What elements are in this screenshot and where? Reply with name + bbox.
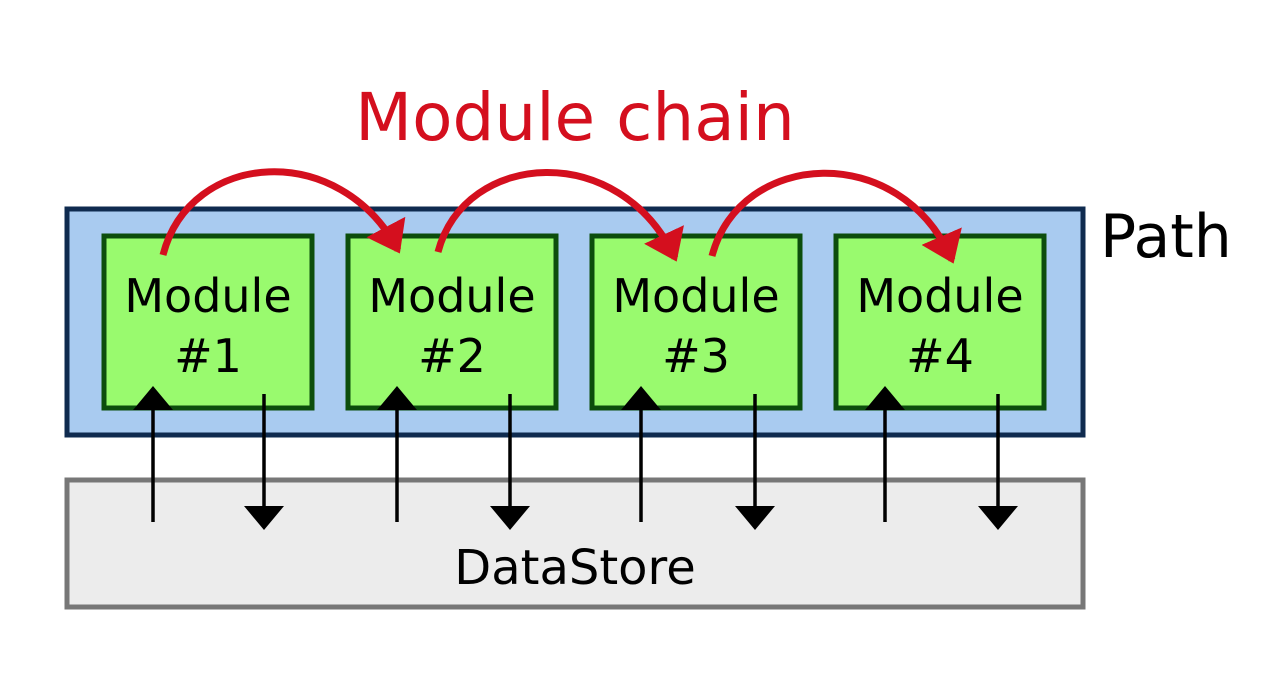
module-label-line2: #2 <box>418 329 486 383</box>
module-4: Module #4 <box>833 233 1047 411</box>
diagram-title: Module chain <box>355 79 795 156</box>
path-label: Path <box>1100 202 1232 272</box>
module-box <box>345 233 559 411</box>
chain-arrow-2-to-3 <box>434 169 684 262</box>
module-label-line1: Module <box>612 269 779 323</box>
module-label-line1: Module <box>856 269 1023 323</box>
module-box <box>833 233 1047 411</box>
module-2: Module #2 <box>345 233 559 411</box>
datastore-label: DataStore <box>454 540 695 596</box>
module-label-line2: #1 <box>174 329 242 383</box>
chain-arrow-3-to-4 <box>708 169 962 264</box>
module-label-line1: Module <box>124 269 291 323</box>
datastore-box <box>64 477 1086 610</box>
module-label-line2: #4 <box>906 329 974 383</box>
chain-arrow-1-to-2 <box>159 168 406 256</box>
module-1: Module #1 <box>101 233 315 411</box>
module-label-line2: #3 <box>662 329 730 383</box>
module-3: Module #3 <box>589 233 803 411</box>
module-label-line1: Module <box>368 269 535 323</box>
module-box <box>101 233 315 411</box>
module-box <box>589 233 803 411</box>
